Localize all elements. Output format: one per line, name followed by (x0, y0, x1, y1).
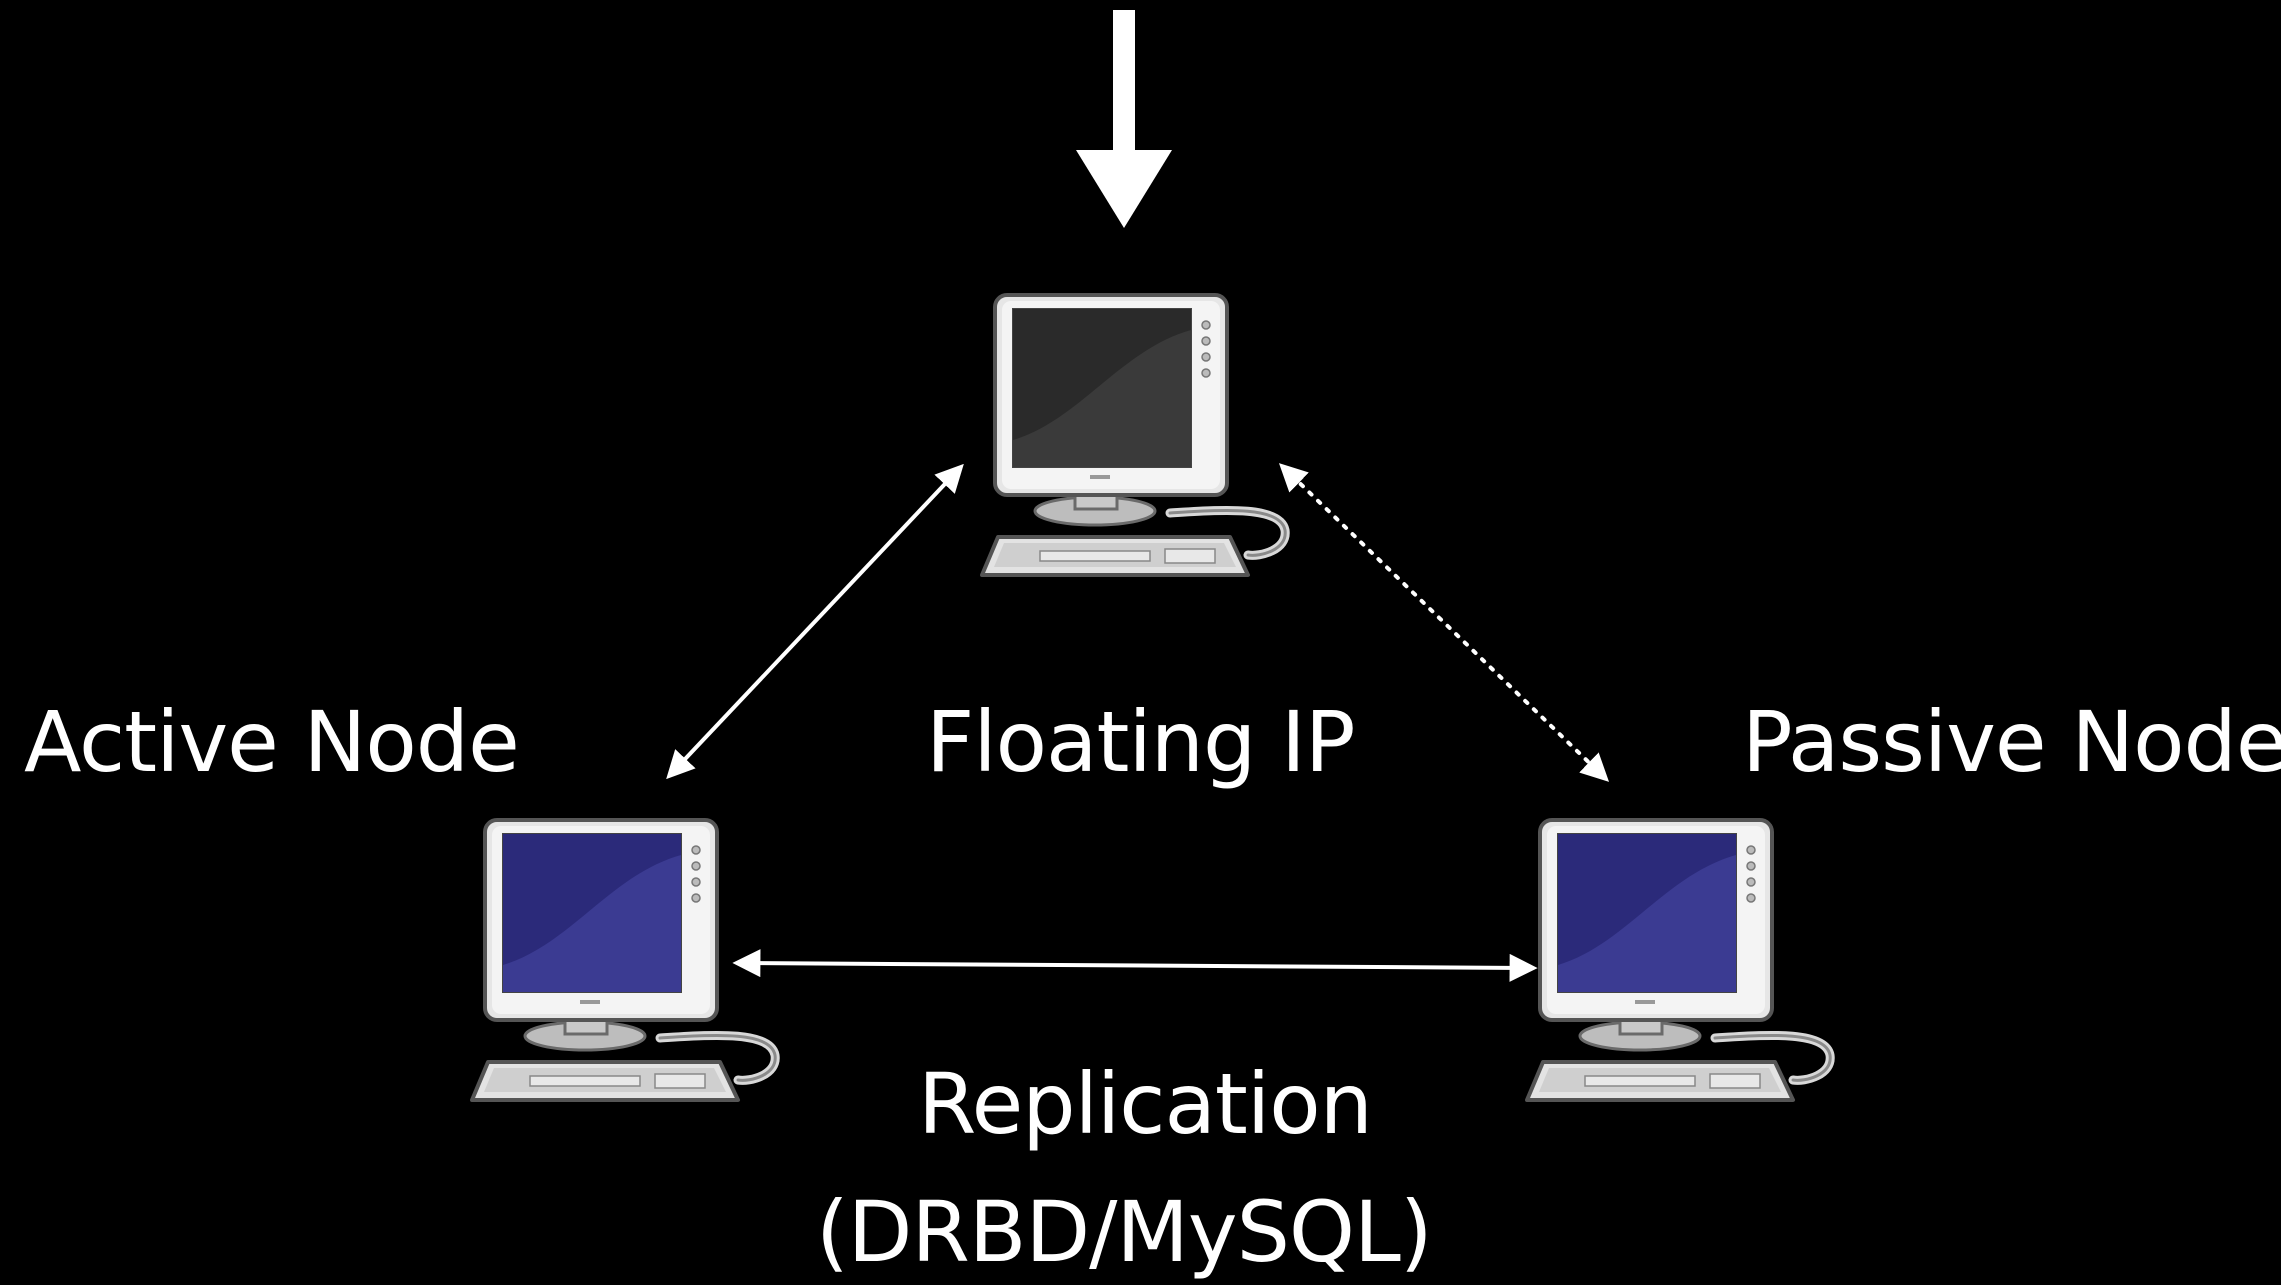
floating-ip-computer-icon (982, 295, 1285, 575)
replication-arrow (732, 949, 1538, 982)
active-node-computer-icon (472, 820, 775, 1100)
active-to-floating-arrow (666, 463, 964, 780)
incoming-arrow (1076, 10, 1172, 228)
passive-node-computer-icon (1527, 820, 1830, 1100)
passive-node-label: Passive Node (1742, 693, 2281, 791)
passive-to-floating-dotted-arrow (1278, 463, 1610, 782)
replication-method-label: (DRBD/MySQL) (816, 1183, 1433, 1281)
active-node-label: Active Node (24, 693, 520, 791)
floating-ip-label: Floating IP (926, 693, 1355, 791)
replication-label: Replication (918, 1055, 1373, 1153)
